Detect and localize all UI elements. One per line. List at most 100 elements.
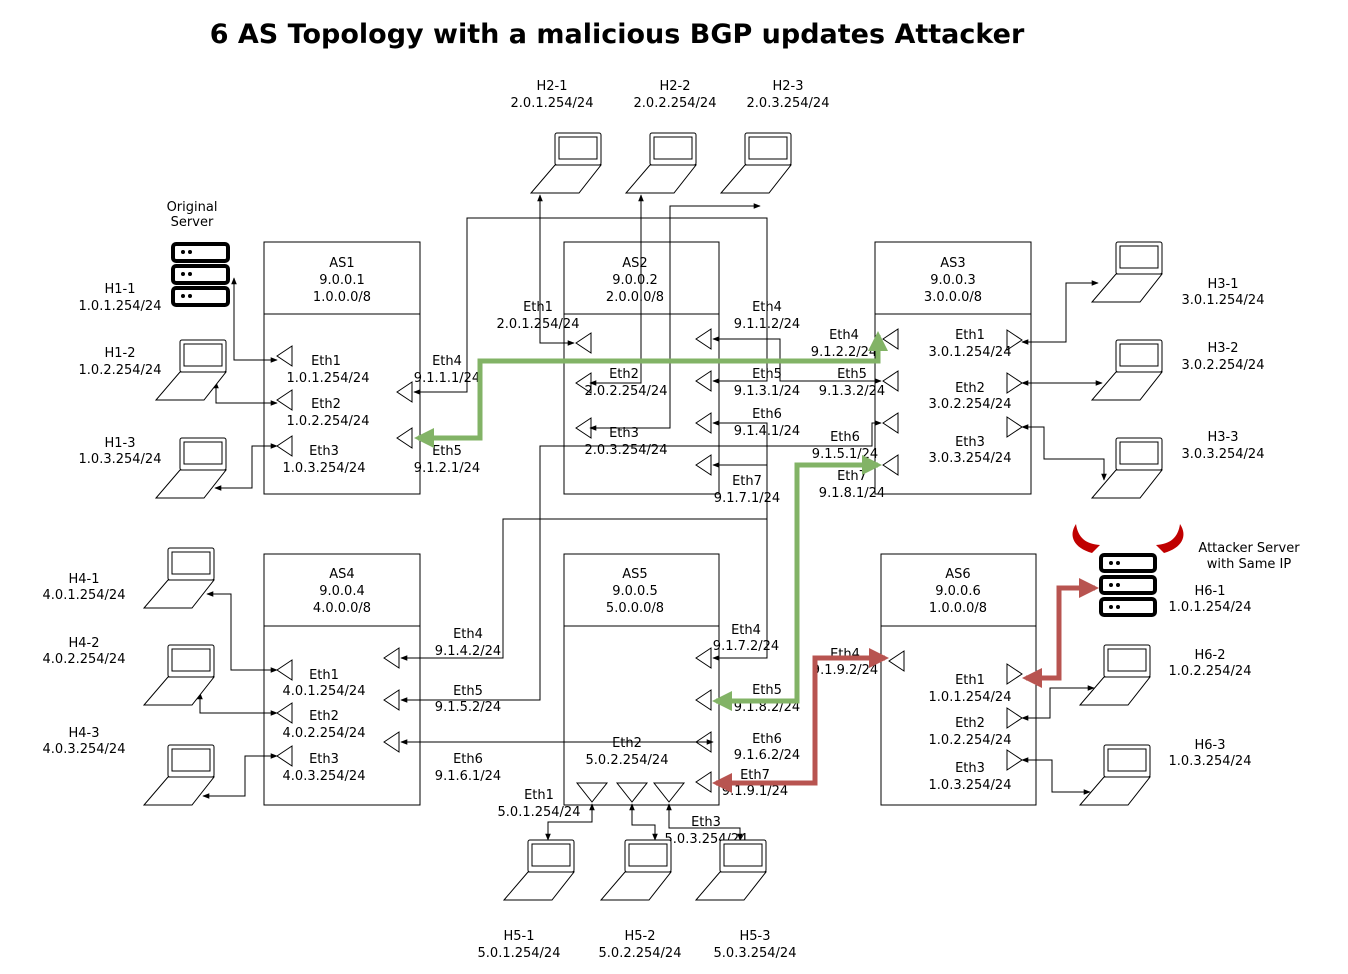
h63-name: H6-3 [1194, 738, 1225, 753]
original-server: Original Server [167, 200, 230, 307]
original-server-label-2: Server [171, 215, 214, 230]
as3-router: 9.0.0.3 [930, 273, 975, 288]
as2-eth7-name: Eth7 [732, 474, 762, 489]
as6-eth3-name: Eth3 [955, 761, 985, 776]
as1-eth4-ip: 9.1.1.1/24 [414, 371, 480, 386]
laptop-icon [599, 839, 673, 901]
as6-eth2-ip: 1.0.2.254/24 [929, 733, 1012, 748]
h31-name: H3-1 [1207, 277, 1238, 292]
h63-ip: 1.0.3.254/24 [1169, 754, 1252, 769]
as4-eth3-ip: 4.0.3.254/24 [283, 769, 366, 784]
h33-ip: 3.0.3.254/24 [1182, 447, 1265, 462]
as5-eth3-port [652, 782, 686, 803]
h43-name: H4-3 [68, 726, 99, 741]
as1-eth2-ip: 1.0.2.254/24 [287, 414, 370, 429]
as6-eth1-ip: 1.0.1.254/24 [929, 690, 1012, 705]
laptops [142, 132, 1164, 901]
as4-eth6-name: Eth6 [453, 752, 483, 767]
as1-eth4-port [396, 381, 413, 403]
as4-prefix: 4.0.0.0/8 [313, 601, 371, 616]
original-server-label-1: Original [167, 200, 218, 215]
as5-eth7-ip: 9.1.9.1/24 [722, 784, 788, 799]
laptop-icon [1090, 437, 1164, 499]
h52-name: H5-2 [624, 929, 655, 944]
laptop-icon [1078, 744, 1152, 806]
as6-name: AS6 [945, 567, 970, 582]
as5-eth5-name: Eth5 [752, 683, 782, 698]
as3-eth4-port [882, 328, 899, 350]
as4-eth4-name: Eth4 [453, 627, 483, 642]
as5-eth1-ip: 5.0.1.254/24 [498, 805, 581, 820]
h21-ip: 2.0.1.254/24 [511, 96, 594, 111]
h22-name: H2-2 [659, 79, 690, 94]
as5-eth2-port [615, 782, 649, 803]
as1-name: AS1 [329, 256, 354, 271]
as1-eth4-name: Eth4 [432, 354, 462, 369]
laptop-icon [624, 132, 698, 194]
as1-eth2-name: Eth2 [311, 397, 341, 412]
as4-router: 9.0.0.4 [319, 584, 364, 599]
as5-eth6-name: Eth6 [752, 732, 782, 747]
as1-prefix: 1.0.0.0/8 [313, 290, 371, 305]
as6-eth2-port [1006, 707, 1023, 729]
as5-eth4-ip: 9.1.7.2/24 [713, 639, 779, 654]
as1-eth2-port [276, 389, 293, 411]
diagram-title: 6 AS Topology with a malicious BGP updat… [210, 19, 1025, 50]
as3-eth1-name: Eth1 [955, 328, 985, 343]
as4-eth3-name: Eth3 [309, 752, 339, 767]
h62-ip: 1.0.2.254/24 [1169, 664, 1252, 679]
server-icon [1099, 553, 1157, 617]
as6-prefix: 1.0.0.0/8 [929, 601, 987, 616]
as4-eth5-ip: 9.1.5.2/24 [435, 700, 501, 715]
h21-name: H2-1 [536, 79, 567, 94]
as4-eth6-ip: 9.1.6.1/24 [435, 769, 501, 784]
as4-eth5-name: Eth5 [453, 684, 483, 699]
as6-eth2-name: Eth2 [955, 716, 985, 731]
as3-eth6-ip: 9.1.5.1/24 [812, 447, 878, 462]
devil-horns-icon [1072, 524, 1184, 553]
as5-eth2-ip: 5.0.2.254/24 [586, 753, 669, 768]
as3-eth5-ip: 9.1.3.2/24 [819, 384, 885, 399]
laptop-icon [142, 744, 216, 806]
h52-ip: 5.0.2.254/24 [599, 946, 682, 961]
laptop-icon [694, 839, 768, 901]
h32-ip: 3.0.2.254/24 [1182, 358, 1265, 373]
as1-eth5-name: Eth5 [432, 444, 462, 459]
as2-router: 9.0.0.2 [612, 273, 657, 288]
as6-eth3-port [1006, 749, 1023, 771]
as3-eth1-port [1006, 329, 1023, 351]
attack-path [712, 578, 1099, 793]
as3-eth7-ip: 9.1.8.1/24 [819, 486, 885, 501]
as2-eth1-name: Eth1 [523, 300, 553, 315]
as6-eth3-ip: 1.0.3.254/24 [929, 778, 1012, 793]
h53-ip: 5.0.3.254/24 [714, 946, 797, 961]
attacker-server-label-2: with Same IP [1207, 557, 1292, 572]
h41-name: H4-1 [68, 572, 99, 587]
host-labels: H1-1 1.0.1.254/24 H1-2 1.0.2.254/24 H1-3… [43, 79, 1265, 961]
as6-eth1-name: Eth1 [955, 673, 985, 688]
as4-eth5-port [383, 689, 400, 711]
as4-eth4-port [383, 647, 400, 669]
as4-eth2-ip: 4.0.2.254/24 [283, 726, 366, 741]
h61-ip: 1.0.1.254/24 [1169, 600, 1252, 615]
as3-eth3-port [1006, 416, 1023, 438]
as2-eth6-name: Eth6 [752, 407, 782, 422]
laptop-icon [154, 339, 228, 401]
h33-name: H3-3 [1207, 430, 1238, 445]
laptop-icon [1090, 241, 1164, 303]
h51-ip: 5.0.1.254/24 [478, 946, 561, 961]
as1-router: 9.0.0.1 [319, 273, 364, 288]
as5-eth7-port [695, 771, 712, 793]
as6-eth4-port [888, 650, 905, 672]
attacker-server-label-1: Attacker Server [1198, 541, 1300, 556]
server-icon [171, 242, 230, 307]
h43-ip: 4.0.3.254/24 [43, 742, 126, 757]
as3-eth3-ip: 3.0.3.254/24 [929, 451, 1012, 466]
as1-eth1-name: Eth1 [311, 354, 341, 369]
as4-eth6-port [383, 731, 400, 753]
h22-ip: 2.0.2.254/24 [634, 96, 717, 111]
as2-eth2-ip: 2.0.2.254/24 [585, 384, 668, 399]
laptop-icon [502, 839, 576, 901]
as3-eth2-port [1006, 372, 1023, 394]
